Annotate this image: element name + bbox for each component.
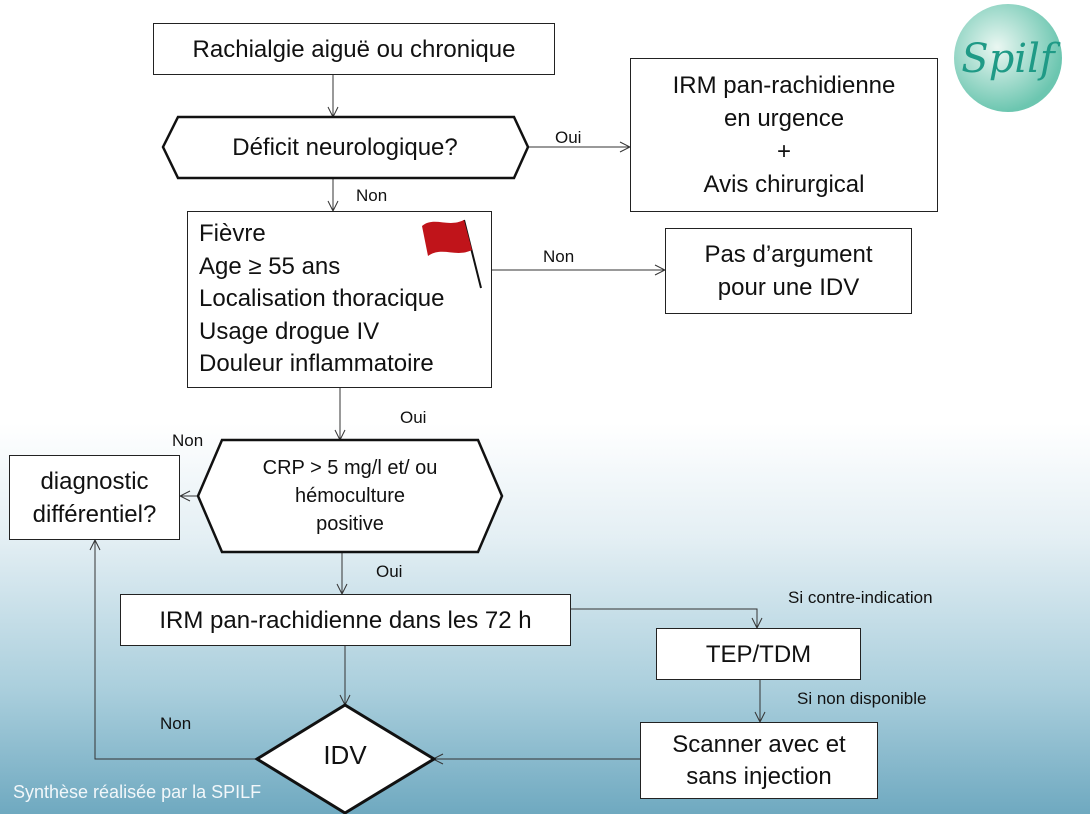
diagnostic-differentiel-node: diagnostic différentiel? [9, 455, 180, 540]
footer-credit: Synthèse réalisée par la SPILF [13, 782, 262, 802]
node-line: hémoculture [294, 485, 406, 507]
node-line: IRM pan-rachidienne [672, 72, 896, 99]
idv-node: IDV [295, 735, 395, 775]
deficit-decision-shape [161, 115, 530, 180]
label-non: Non [543, 247, 575, 266]
node-line: Scanner avec et [672, 730, 846, 758]
node-text: IDV [323, 739, 367, 770]
red-flag-item: Fièvre [199, 220, 266, 248]
idv-decision-shape [254, 703, 437, 814]
start-text: Rachialgie aiguë ou chronique [192, 35, 516, 63]
node-line: Pas d’argument [704, 241, 873, 268]
deficit-node: Déficit neurologique? [170, 117, 520, 178]
node-line: CRP > 5 mg/l et/ ou [262, 457, 438, 479]
node-line: positive [316, 513, 384, 535]
node-line: différentiel? [32, 500, 157, 528]
deficit-text: Déficit neurologique? [232, 133, 458, 161]
node-line: pour une IDV [717, 274, 860, 301]
svg-text:Spilf: Spilf [961, 36, 1061, 82]
scanner-node: Scanner avec et sans injection [640, 722, 878, 799]
spilf-logo: Spilf [943, 0, 1074, 122]
irm-72h-node: IRM pan-rachidienne dans les 72 h [120, 594, 571, 646]
red-flag-item: Age ≥ 55 ans [199, 252, 341, 280]
pas-argument-node: Pas d’argument pour une IDV [665, 228, 912, 314]
node-text: TEP/TDM [705, 640, 812, 668]
label-oui: Oui [555, 128, 582, 147]
start-node: Rachialgie aiguë ou chronique [153, 23, 555, 75]
red-flag-icon [422, 219, 482, 289]
node-line: en urgence [723, 105, 845, 132]
node-line: + [776, 138, 791, 165]
label-oui: Oui [376, 562, 403, 581]
red-flag-item: Douleur inflammatoire [199, 350, 434, 378]
crp-decision-shape [196, 438, 504, 554]
label-oui: Oui [400, 408, 427, 427]
red-flag-item: Localisation thoracique [199, 285, 445, 313]
tep-tdm-node: TEP/TDM [656, 628, 861, 680]
node-text: IRM pan-rachidienne dans les 72 h [159, 606, 532, 634]
red-flag-item: Usage drogue IV [199, 317, 380, 345]
label-non-disponible: Si non disponible [797, 689, 927, 708]
label-non: Non [160, 714, 192, 733]
node-line: Avis chirurgical [703, 171, 865, 198]
label-non: Non [172, 431, 204, 450]
node-line: sans injection [686, 762, 832, 790]
label-contre-indication: Si contre-indication [788, 588, 933, 607]
crp-node: CRP > 5 mg/l et/ ou hémoculture positive [220, 444, 480, 548]
node-line: diagnostic [40, 467, 149, 495]
label-non: Non [356, 186, 388, 205]
irm-urgence-node: IRM pan-rachidienne en urgence + Avis ch… [630, 58, 938, 212]
